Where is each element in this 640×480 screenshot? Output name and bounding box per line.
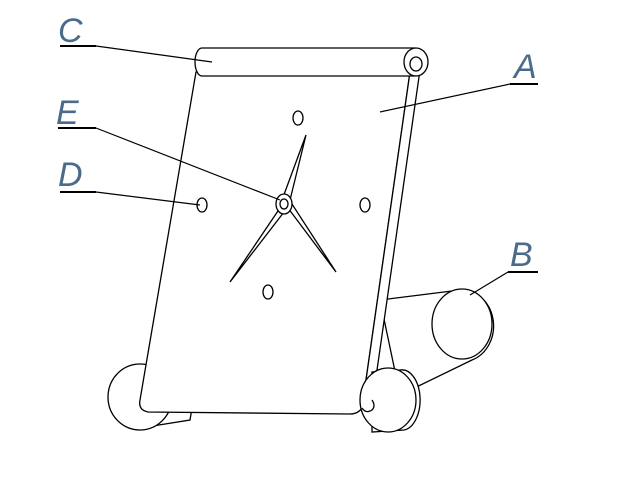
callout-label-c: C [58, 12, 83, 50]
callout-label-b: B [510, 236, 533, 274]
rear-roller [369, 288, 495, 396]
mounting-holes [196, 110, 371, 300]
top-rod [194, 47, 429, 77]
callout-label-e: E [56, 94, 79, 132]
leader-lines [58, 45, 538, 296]
callout-label-a: A [514, 48, 537, 86]
callout-label-d: D [58, 156, 83, 194]
front-roller [359, 367, 421, 433]
center-hub [275, 193, 293, 215]
main-plate [139, 69, 421, 415]
clock-hands [229, 134, 337, 283]
